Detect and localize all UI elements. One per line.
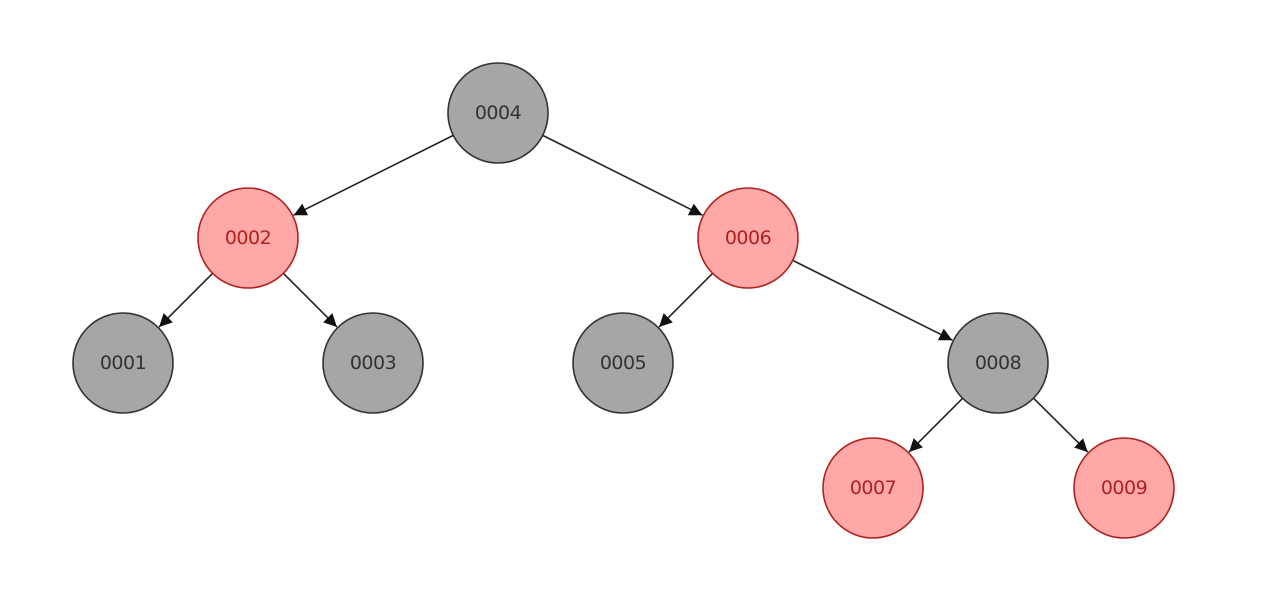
tree-node-0003[interactable]: 0003 [322, 312, 424, 414]
node-circle [72, 312, 174, 414]
node-label: 0007 [850, 477, 896, 499]
edge-n8-n7 [908, 397, 964, 453]
edge-n6-n8 [792, 259, 953, 341]
node-label: 0008 [975, 352, 1021, 374]
edge-n2-n1 [158, 272, 214, 328]
node-circle [822, 437, 924, 539]
edges-layer [158, 134, 1089, 453]
node-label: 0005 [600, 352, 646, 374]
tree-node-0007[interactable]: 0007 [822, 437, 924, 539]
node-label: 0002 [225, 227, 271, 249]
edge-n4-n6 [542, 134, 703, 216]
tree-node-0005[interactable]: 0005 [572, 312, 674, 414]
node-circle [572, 312, 674, 414]
tree-node-0009[interactable]: 0009 [1073, 437, 1175, 539]
node-label: 0009 [1101, 477, 1147, 499]
tree-node-0008[interactable]: 0008 [947, 312, 1049, 414]
node-circle [322, 312, 424, 414]
node-circle [947, 312, 1049, 414]
node-label: 0006 [725, 227, 771, 249]
tree-node-0001[interactable]: 0001 [72, 312, 174, 414]
edge-n4-n2 [293, 134, 454, 216]
node-label: 0003 [350, 352, 396, 374]
node-circle [197, 187, 299, 289]
node-label: 0004 [475, 102, 522, 124]
tree-node-0006[interactable]: 0006 [697, 187, 799, 289]
node-circle [447, 62, 549, 164]
edge-n8-n9 [1032, 397, 1089, 453]
edge-n6-n5 [658, 272, 714, 328]
tree-node-0002[interactable]: 0002 [197, 187, 299, 289]
edge-n2-n3 [282, 272, 338, 328]
tree-node-0004[interactable]: 0004 [447, 62, 549, 164]
node-label: 0001 [100, 352, 146, 374]
node-circle [1073, 437, 1175, 539]
node-circle [697, 187, 799, 289]
nodes-layer: 0004 0002 0006 0001 0003 0005 0008 0007 0009 [72, 62, 1175, 539]
